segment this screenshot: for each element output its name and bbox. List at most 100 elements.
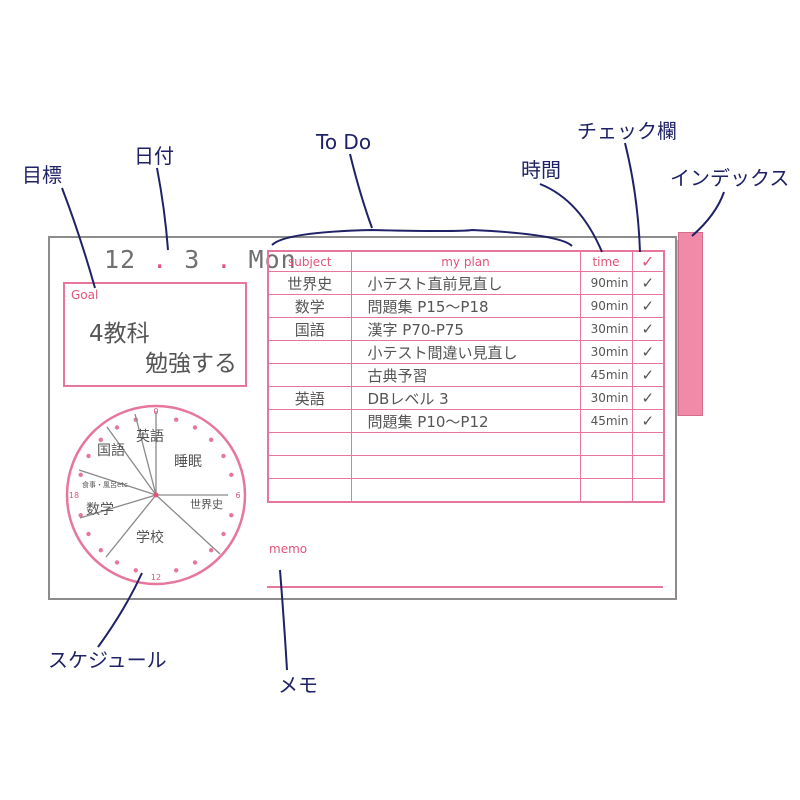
cell-check[interactable]: ✓ (631, 294, 665, 318)
callout-index: インデックス (670, 166, 790, 190)
callout-check: チェック欄 (577, 119, 677, 143)
sector-line (105, 494, 157, 558)
clock-hour-dot (192, 425, 198, 430)
clock-hour-dot (229, 513, 234, 518)
leader-todo (349, 153, 373, 229)
date-day: 12 (104, 245, 137, 274)
clock-hour-dot (114, 425, 120, 430)
clock-sector-lines (78, 411, 228, 558)
leader-schedule (97, 572, 143, 648)
callout-memo: メモ (278, 673, 318, 697)
memo-line[interactable] (267, 586, 663, 588)
cell-time[interactable]: 45min (579, 363, 633, 387)
clock-dots (78, 417, 234, 573)
date-separator: . (152, 245, 169, 274)
clock-activity-japanese: 国語 (97, 443, 125, 459)
cell-subject[interactable]: 数学 (267, 294, 352, 318)
cell-time[interactable] (579, 432, 633, 456)
cell-plan[interactable]: 小テスト直前見直し (350, 271, 581, 295)
clock-hour-dot (98, 548, 104, 553)
clock-hour-dot (192, 560, 198, 565)
clock-activity-sleep: 睡眠 (174, 454, 202, 470)
clock-hour-dot (78, 513, 83, 518)
table-row: 小テスト間違い見直し 30min ✓ (267, 340, 665, 364)
goal-box[interactable]: Goal 4教科 勉強する (63, 282, 247, 387)
clock-hour-dot (86, 453, 91, 459)
goal-text-line2: 勉強する (145, 351, 237, 377)
index-tab-shadow (673, 240, 681, 416)
cell-subject[interactable]: 英語 (267, 386, 352, 410)
cell-check[interactable]: ✓ (631, 409, 665, 433)
leader-date (156, 167, 169, 251)
cell-check[interactable] (631, 455, 665, 479)
todo-brace (271, 228, 573, 247)
clock-hour-dot (174, 568, 179, 573)
date-month: 3 (184, 245, 201, 274)
clock-hour-dot (78, 472, 83, 477)
clock-number-18: 18 (69, 491, 79, 500)
cell-time[interactable]: 90min (579, 271, 633, 295)
callout-time: 時間 (521, 158, 561, 182)
clock-hour-dot (209, 437, 214, 442)
cell-check[interactable]: ✓ (631, 271, 665, 295)
cell-check[interactable]: ✓ (631, 386, 665, 410)
cell-plan[interactable] (350, 478, 581, 502)
callout-goal: 目標 (22, 163, 62, 187)
leader-time (539, 183, 603, 253)
schedule-clock[interactable]: 0 6 12 18 英語 国語 睡眠 食事・風呂etc 世界史 数学 学校 (65, 404, 247, 586)
cell-time[interactable]: 30min (579, 386, 633, 410)
clock-hour-dot (209, 548, 214, 553)
leader-check (624, 142, 641, 253)
table-row: 問題集 P10〜P12 45min ✓ (267, 409, 665, 433)
cell-subject[interactable]: 国語 (267, 317, 352, 341)
header-subject: subject (267, 250, 352, 272)
clock-hour-dot (86, 531, 91, 537)
clock-activity-meal: 食事・風呂etc (82, 480, 128, 489)
cell-check[interactable]: ✓ (631, 363, 665, 387)
leader-lines (61, 142, 725, 671)
cell-subject[interactable] (267, 409, 352, 433)
clock-number-12: 12 (151, 573, 161, 582)
clock-hour-dot (221, 453, 226, 459)
todo-table: subject my plan time ✓ 世界史 小テスト直前見直し 90m… (267, 250, 665, 503)
cell-time[interactable]: 30min (579, 340, 633, 364)
table-row: 世界史 小テスト直前見直し 90min ✓ (267, 271, 665, 295)
table-row: 古典予習 45min ✓ (267, 363, 665, 387)
date-separator: . (216, 245, 233, 274)
memo-label: memo (269, 542, 308, 556)
clock-activity-history: 世界史 (190, 498, 223, 511)
cell-plan[interactable]: 問題集 P10〜P12 (350, 409, 581, 433)
cell-plan[interactable]: 問題集 P15〜P18 (350, 294, 581, 318)
header-check: ✓ (631, 250, 665, 272)
goal-label: Goal (71, 288, 99, 302)
clock-face (65, 404, 247, 586)
callout-schedule: スケジュール (48, 648, 167, 672)
sector-line (134, 413, 157, 496)
leader-goal (61, 187, 96, 289)
clock-number-6: 6 (235, 491, 240, 500)
cell-plan[interactable] (350, 432, 581, 456)
cell-subject[interactable] (267, 340, 352, 364)
goal-text-line1: 4教科 (89, 321, 150, 347)
cell-check[interactable] (631, 478, 665, 502)
sector-line (106, 426, 157, 496)
clock-hour-dot (133, 568, 138, 573)
clock-number-0: 0 (153, 407, 158, 416)
cell-plan[interactable]: 小テスト間違い見直し (350, 340, 581, 364)
callout-todo: To Do (316, 130, 372, 154)
table-row (267, 478, 665, 502)
todo-header-row: subject my plan time ✓ (267, 250, 665, 272)
leader-index (691, 191, 725, 237)
clock-center (153, 492, 159, 498)
callout-date: 日付 (134, 144, 174, 168)
sector-line (155, 494, 221, 555)
clock-activity-school: 学校 (136, 529, 164, 546)
clock-hour-dot (221, 531, 226, 537)
index-tab[interactable] (678, 232, 703, 416)
clock-activity-english: 英語 (136, 428, 164, 445)
table-row (267, 432, 665, 456)
leader-memo (279, 569, 288, 671)
sector-line (79, 494, 157, 519)
cell-time[interactable]: 90min (579, 294, 633, 318)
